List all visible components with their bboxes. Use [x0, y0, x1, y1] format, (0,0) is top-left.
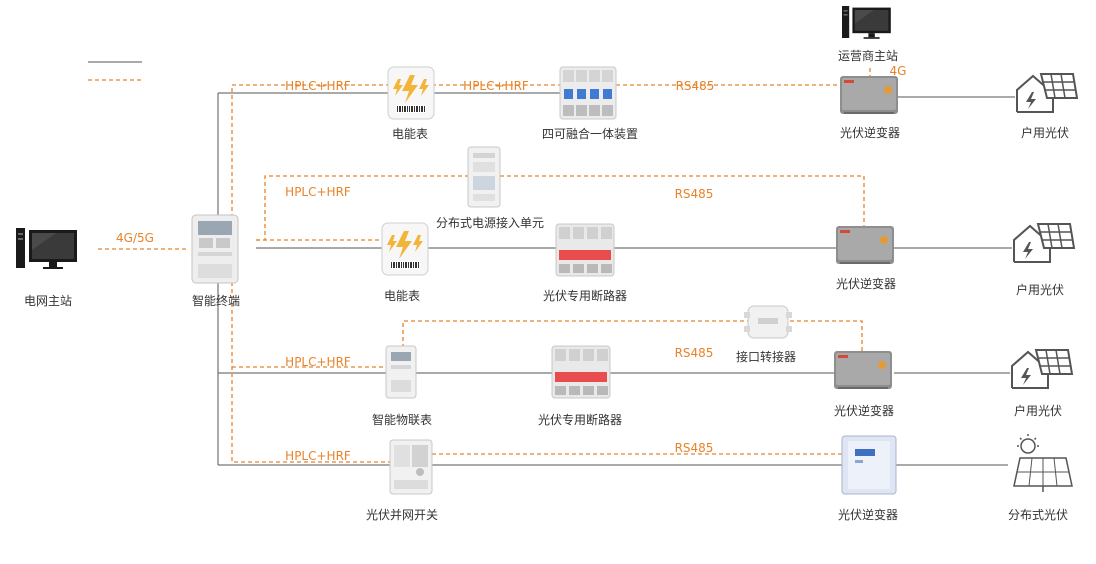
inverter-2-icon[interactable] — [836, 226, 894, 264]
grid-station-label: 电网主站 — [24, 294, 72, 308]
household-pv-1-icon[interactable] — [1016, 73, 1078, 113]
interface-converter-icon[interactable] — [744, 305, 792, 339]
rs485-link-2-label: RS485 — [675, 187, 714, 201]
cellular-link-label: 4G/5G — [116, 231, 154, 245]
inverter-1-label: 光伏逆变器 — [840, 125, 900, 140]
household-pv-1-label: 户用光伏 — [1021, 125, 1069, 140]
fusion-device-icon[interactable] — [559, 66, 617, 120]
hplc-link-1b-label: HPLC+HRF — [463, 79, 529, 93]
fusion-device-label: 四可融合一体装置 — [542, 126, 638, 141]
household-pv-2-label: 户用光伏 — [1016, 282, 1064, 297]
access-unit-label: 分布式电源接入单元 — [436, 215, 544, 230]
legend — [88, 61, 142, 81]
breaker-3-label: 光伏专用断路器 — [538, 412, 622, 427]
breaker-2-label: 光伏专用断路器 — [543, 288, 627, 303]
iot-meter-icon[interactable] — [385, 345, 417, 399]
inverter-3-icon[interactable] — [834, 351, 892, 389]
meter-2-label: 电能表 — [384, 289, 420, 303]
inverter-3-label: 光伏逆变器 — [834, 403, 894, 418]
hplc-link-1a-label: HPLC+HRF — [285, 79, 351, 93]
household-pv-2-icon[interactable] — [1013, 223, 1075, 263]
hplc-link-3-label: HPLC+HRF — [285, 355, 351, 369]
hplc-link-2-label: HPLC+HRF — [285, 185, 351, 199]
comm-lines — [98, 68, 871, 463]
access-unit-icon[interactable] — [467, 146, 501, 208]
operator-station-computer-icon[interactable] — [842, 6, 891, 39]
interface-converter-label: 接口转接器 — [736, 349, 796, 364]
rs485-link-1-label: RS485 — [676, 79, 715, 93]
inverter-4-label: 光伏逆变器 — [838, 507, 898, 522]
breaker-3-icon[interactable] — [551, 345, 611, 399]
grid-switch-icon[interactable] — [389, 439, 433, 495]
operator-4g-label: 4G — [890, 64, 907, 78]
operator-station-label: 运营商主站 — [838, 48, 898, 63]
inverter-4-icon[interactable] — [841, 435, 897, 495]
inverter-1-icon[interactable] — [840, 76, 898, 114]
distributed-pv-icon[interactable] — [1013, 433, 1073, 493]
inverter-2-label: 光伏逆变器 — [836, 276, 896, 291]
smart-terminal-label: 智能终端 — [192, 293, 240, 308]
household-pv-3-label: 户用光伏 — [1014, 403, 1062, 418]
rs485-link-3-label: RS485 — [675, 346, 714, 360]
iot-meter-label: 智能物联表 — [372, 412, 432, 427]
smart-terminal-icon[interactable] — [191, 214, 239, 284]
grid-switch-label: 光伏并网开关 — [366, 508, 438, 522]
distributed-pv-label: 分布式光伏 — [1008, 508, 1068, 522]
grid-station-computer-icon[interactable] — [16, 228, 77, 269]
meter-1-icon[interactable] — [387, 66, 435, 120]
rs485-link-4-label: RS485 — [675, 441, 714, 455]
meter-2-icon[interactable] — [381, 222, 429, 276]
household-pv-3-icon[interactable] — [1011, 349, 1073, 389]
meter-1-label: 电能表 — [392, 127, 428, 141]
hplc-link-4-label: HPLC+HRF — [285, 449, 351, 463]
breaker-2-icon[interactable] — [555, 223, 615, 277]
